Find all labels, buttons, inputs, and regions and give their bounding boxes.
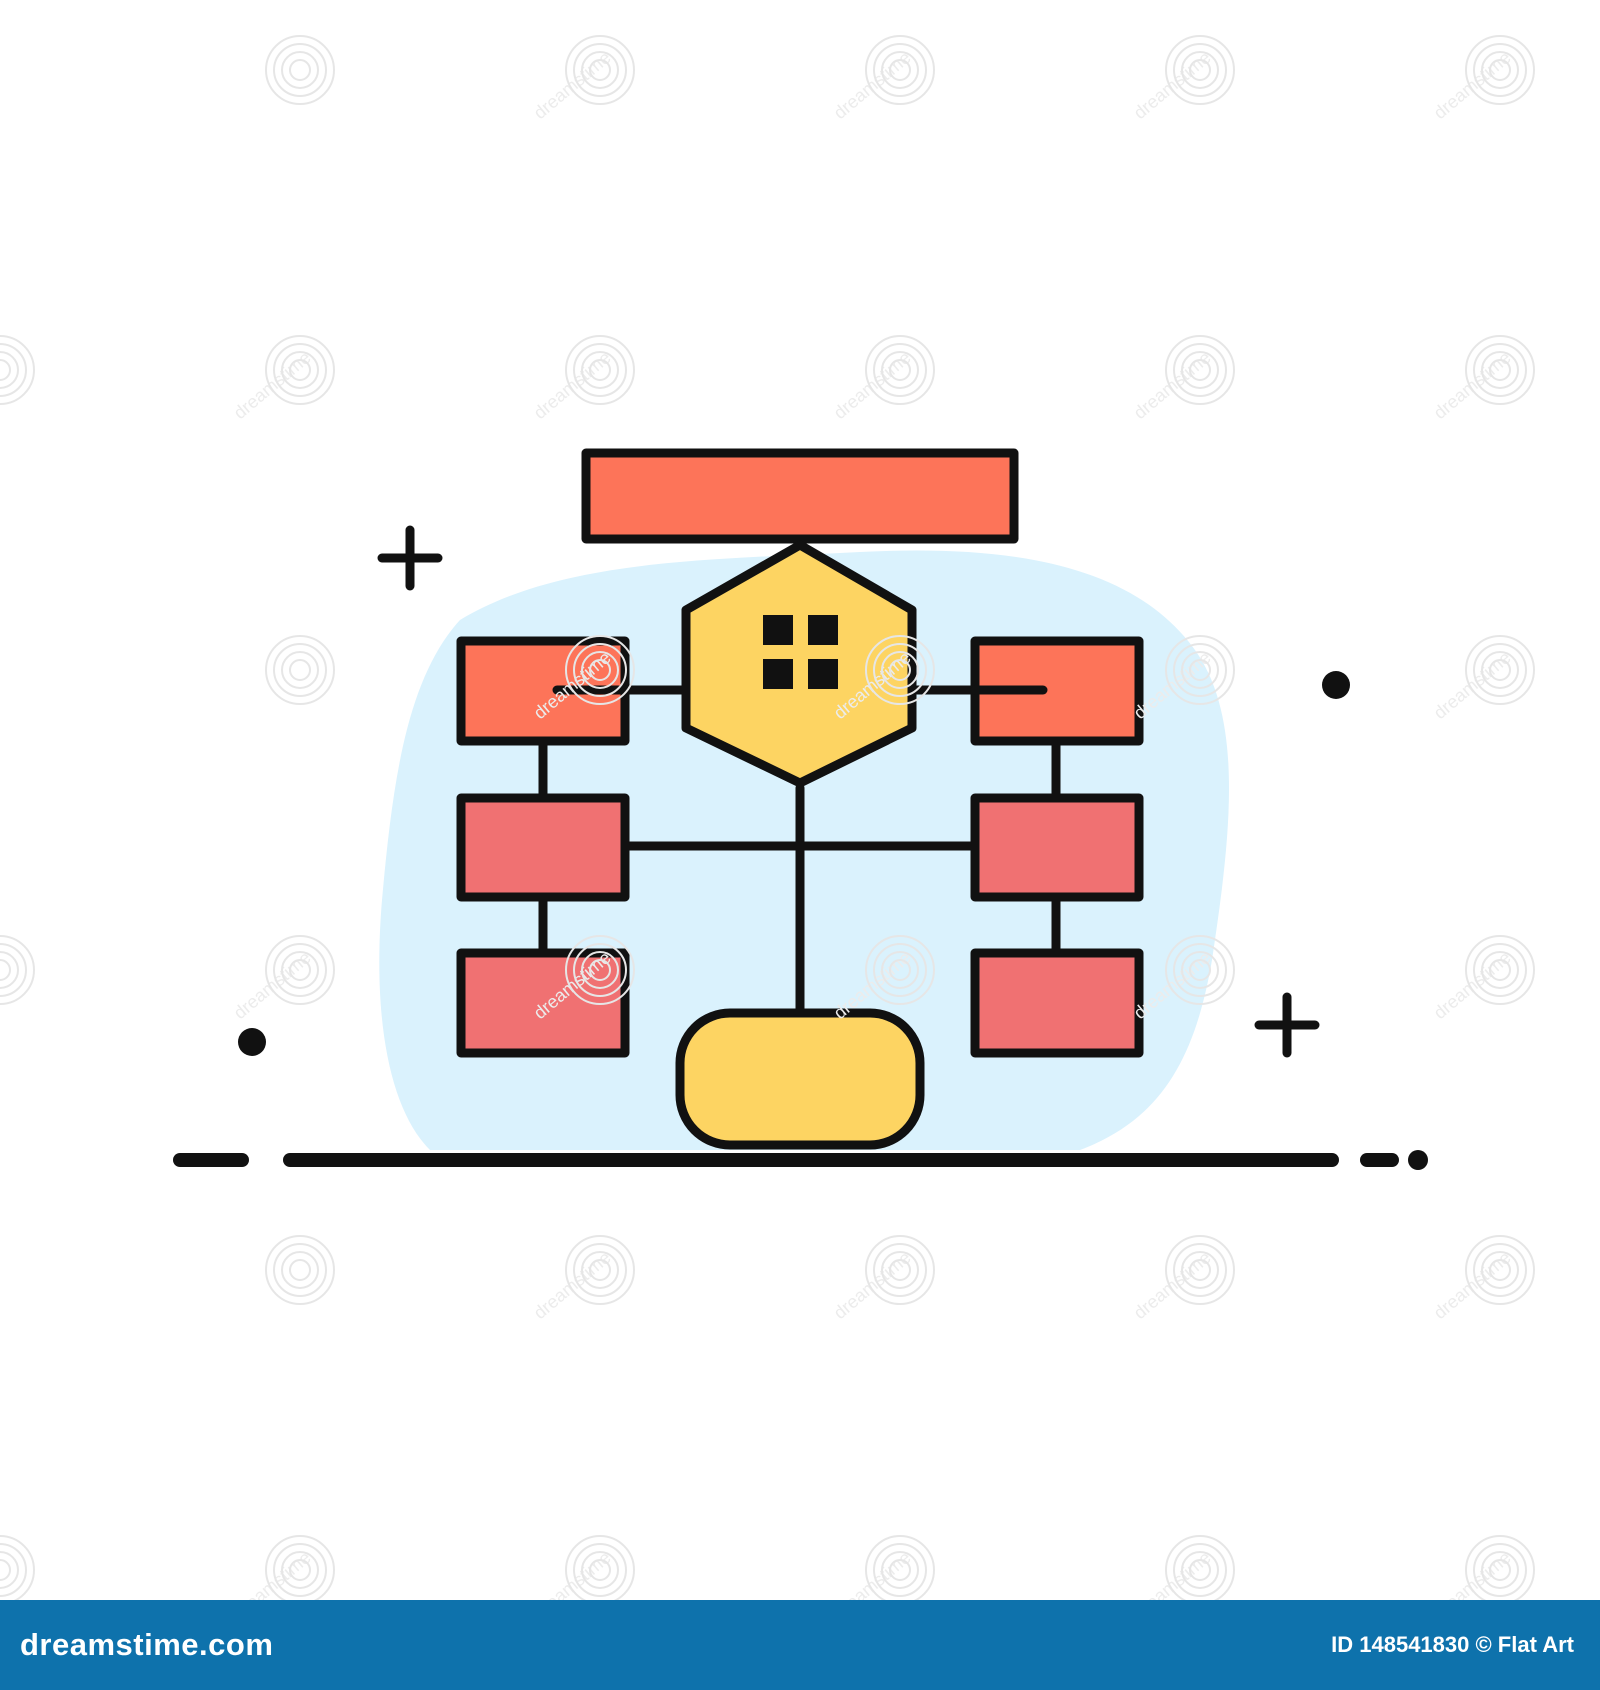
dot-sparkle-icon	[238, 1028, 266, 1056]
left-box-lower	[456, 948, 630, 1058]
decision-hexagon	[681, 540, 917, 788]
image-credit: ID 148541830 © Flat Art	[1331, 1632, 1574, 1657]
footer-bar: dreamstime.com ID 148541830 © Flat Art	[0, 1600, 1600, 1690]
right-box-middle	[970, 793, 1144, 902]
flowchart-illustration	[173, 448, 1428, 1170]
plus-sparkle-icon	[377, 525, 443, 591]
brand-logo-text[interactable]: dreamstime.com	[20, 1627, 274, 1662]
right-box-upper	[970, 636, 1144, 746]
terminal-pill	[675, 1008, 925, 1150]
grid-squares-icon	[763, 615, 838, 689]
top-bar-box	[581, 448, 1019, 544]
plus-sparkle-icon	[1254, 992, 1320, 1058]
left-box-middle	[456, 793, 630, 902]
right-box-lower	[970, 948, 1144, 1058]
dot-sparkle-icon	[1322, 671, 1350, 699]
ground-line-dot	[1408, 1150, 1428, 1170]
